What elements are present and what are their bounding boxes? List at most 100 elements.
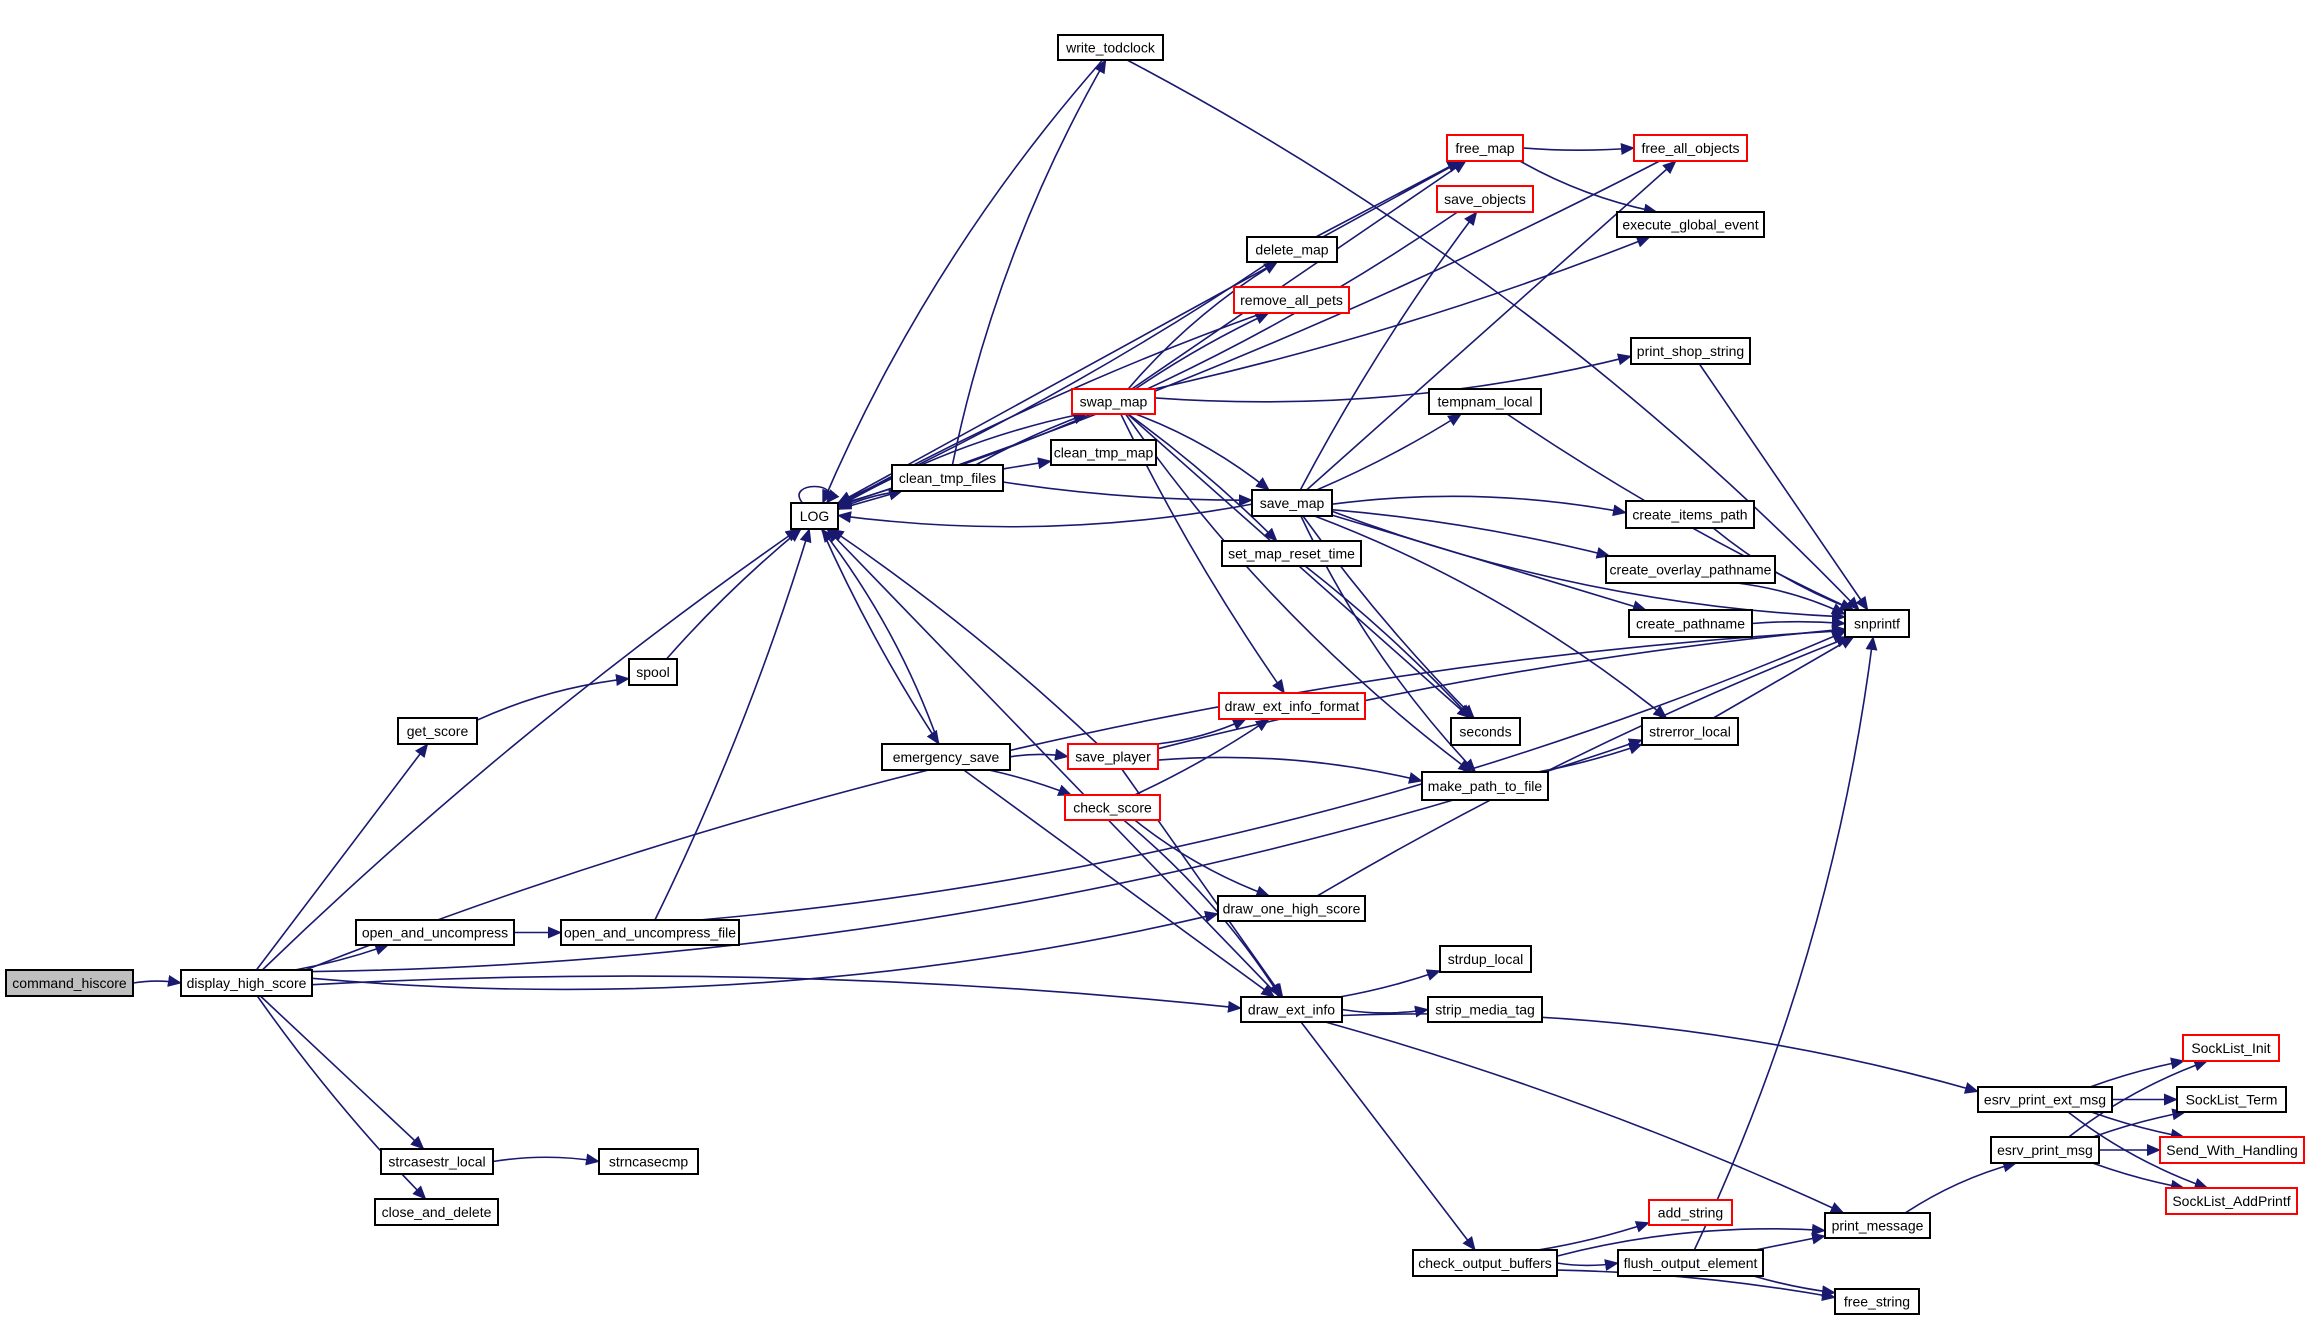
node-label: make_path_to_file <box>1428 778 1543 794</box>
node-esrv-print-ext-msg[interactable]: esrv_print_ext_msg <box>1977 1086 2113 1113</box>
node-send-with-handling[interactable]: Send_With_Handling <box>2159 1136 2305 1164</box>
edge <box>2068 1059 2209 1138</box>
edge <box>259 995 425 1150</box>
node-add-string[interactable]: add_string <box>1648 1199 1733 1226</box>
node-create-overlay-pathname[interactable]: create_overlay_pathname <box>1605 555 1776 584</box>
node-box <box>1428 388 1542 415</box>
node-open-and-uncompress-file[interactable]: open_and_uncompress_file <box>560 919 740 946</box>
node-swap-map[interactable]: swap_map <box>1071 388 1156 415</box>
node-close-and-delete[interactable]: close_and_delete <box>374 1198 499 1226</box>
node-save-map[interactable]: save_map <box>1251 489 1333 517</box>
node-make-path-to-file[interactable]: make_path_to_file <box>1421 771 1549 801</box>
node-label: free_all_objects <box>1641 140 1739 156</box>
node-create-pathname[interactable]: create_pathname <box>1628 609 1753 638</box>
edge <box>1693 636 1878 1251</box>
node-print-message[interactable]: print_message <box>1824 1212 1931 1239</box>
node-remove-all-pets[interactable]: remove_all_pets <box>1233 286 1350 314</box>
node-box <box>1834 1288 1920 1315</box>
node-write-todclock[interactable]: write_todclock <box>1057 34 1164 61</box>
node-strip-media-tag[interactable]: strip_media_tag <box>1427 996 1543 1023</box>
node-log[interactable]: LOG <box>790 502 839 530</box>
node-box <box>2182 1034 2280 1062</box>
node-label: swap_map <box>1080 394 1148 410</box>
edge <box>2092 1162 2185 1192</box>
edge-display-high-score-to-get-score <box>255 743 429 971</box>
node-label: esrv_print_ext_msg <box>1984 1092 2106 1108</box>
node-check-output-buffers[interactable]: check_output_buffers <box>1412 1249 1558 1277</box>
node-esrv-print-msg[interactable]: esrv_print_msg <box>1990 1136 2100 1164</box>
edge <box>1009 748 1069 761</box>
edge-print-message-to-esrv-print-msg <box>1904 1160 2018 1214</box>
node-socklist-init[interactable]: SockList_Init <box>2182 1034 2280 1062</box>
edge-emergency-save-to-log <box>820 528 940 745</box>
node-label: print_message <box>1832 1218 1924 1234</box>
edge <box>1306 160 1677 491</box>
node-emergency-save[interactable]: emergency_save <box>881 743 1011 771</box>
node-strncasecmp[interactable]: strncasecmp <box>598 1148 699 1175</box>
node-label: SockList_AddPrintf <box>2172 1193 2290 1209</box>
edge <box>1341 1013 1979 1094</box>
node-box <box>1641 717 1739 746</box>
node-snprintf[interactable]: snprintf <box>1844 609 1910 638</box>
node-box <box>1067 743 1159 770</box>
node-label: LOG <box>800 508 830 524</box>
node-clean-tmp-files[interactable]: clean_tmp_files <box>891 464 1004 492</box>
node-draw-one-high-score[interactable]: draw_one_high_score <box>1217 895 1366 922</box>
edge-display-high-score-to-strcasestr-local <box>259 995 425 1150</box>
node-box <box>1605 555 1776 584</box>
edge-open-and-uncompress-file-to-log <box>654 528 812 921</box>
edge <box>1134 312 1270 390</box>
node-strcasestr-local[interactable]: strcasestr_local <box>380 1148 494 1175</box>
node-spool[interactable]: spool <box>628 658 678 686</box>
node-seconds[interactable]: seconds <box>1450 717 1521 746</box>
edge <box>963 769 1276 998</box>
node-label: execute_global_event <box>1622 217 1758 233</box>
node-draw-ext-info[interactable]: draw_ext_info <box>1240 996 1343 1023</box>
edge-swap-map-to-set-map-reset-time <box>1127 413 1278 542</box>
edge-set-map-reset-time-to-seconds <box>1304 565 1472 719</box>
node-label: save_player <box>1075 749 1151 765</box>
node-free-all-objects[interactable]: free_all_objects <box>1633 134 1748 162</box>
node-save-player[interactable]: save_player <box>1067 743 1159 770</box>
edge <box>837 413 1082 508</box>
node-create-items-path[interactable]: create_items_path <box>1625 500 1755 529</box>
node-draw-ext-info-format[interactable]: draw_ext_info_format <box>1218 692 1366 720</box>
node-label: print_shop_string <box>1637 343 1744 359</box>
node-free-map[interactable]: free_map <box>1446 134 1524 162</box>
node-socklist-addprintf[interactable]: SockList_AddPrintf <box>2165 1187 2298 1215</box>
node-box <box>180 969 313 997</box>
node-execute-global-event[interactable]: execute_global_event <box>1616 211 1765 238</box>
edge-free-map-to-execute-global-event <box>1519 160 1658 216</box>
node-free-string[interactable]: free_string <box>1834 1288 1920 1315</box>
node-box <box>1630 337 1751 365</box>
node-open-and-uncompress[interactable]: open_and_uncompress <box>355 919 515 946</box>
edge <box>1157 718 1247 745</box>
node-box <box>1251 489 1333 517</box>
edge <box>1339 969 1441 998</box>
node-label: strcasestr_local <box>388 1154 485 1170</box>
edge-check-score-to-draw-ext-info-format <box>1134 718 1270 796</box>
edge-strcasestr-local-to-strncasecmp <box>492 1153 600 1166</box>
node-get-score[interactable]: get_score <box>397 717 478 745</box>
node-box <box>355 919 515 946</box>
node-strdup-local[interactable]: strdup_local <box>1439 945 1532 973</box>
node-socklist-term[interactable]: SockList_Term <box>2176 1086 2287 1113</box>
edge <box>2067 1111 2209 1190</box>
node-set-map-reset-time[interactable]: set_map_reset_time <box>1221 540 1362 567</box>
node-tempnam-local[interactable]: tempnam_local <box>1428 388 1542 415</box>
node-check-score[interactable]: check_score <box>1064 794 1161 821</box>
edge-draw-ext-info-to-strip-media-tag <box>1341 1005 1429 1018</box>
node-delete-map[interactable]: delete_map <box>1246 236 1338 263</box>
node-box <box>5 969 134 997</box>
node-clean-tmp-map[interactable]: clean_tmp_map <box>1050 439 1157 466</box>
node-command-hiscore[interactable]: command_hiscore <box>5 969 134 997</box>
node-box <box>2159 1136 2305 1164</box>
node-display-high-score[interactable]: display_high_score <box>180 969 313 997</box>
node-print-shop-string[interactable]: print_shop_string <box>1630 337 1751 365</box>
node-save-objects[interactable]: save_objects <box>1436 185 1534 213</box>
edge <box>1315 160 1462 238</box>
node-strerror-local[interactable]: strerror_local <box>1641 717 1739 746</box>
node-box <box>1246 236 1338 263</box>
node-box <box>560 919 740 946</box>
node-flush-output-element[interactable]: flush_output_element <box>1617 1249 1764 1277</box>
